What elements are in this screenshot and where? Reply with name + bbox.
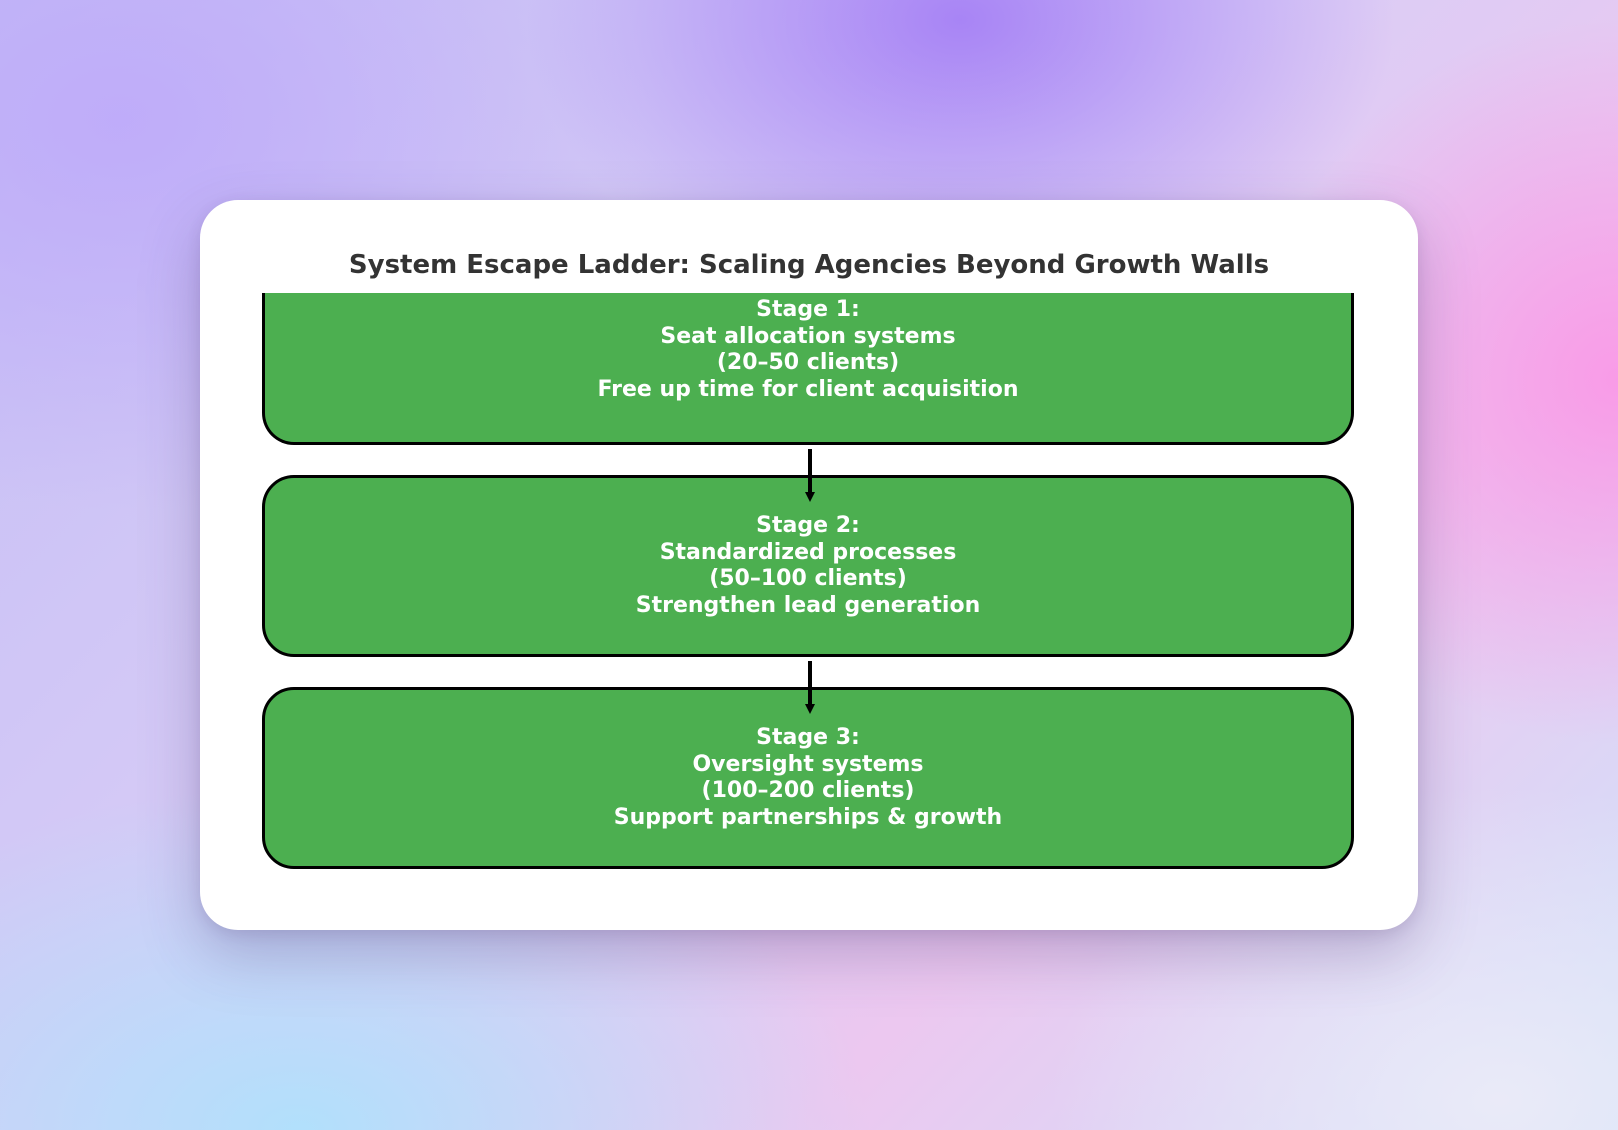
diagram-card: System Escape Ladder: Scaling Agencies B…	[200, 200, 1418, 930]
stage-2-box: Stage 2: Standardized processes (50–100 …	[262, 475, 1354, 657]
stage-3-goal: Support partnerships & growth	[613, 804, 1003, 830]
stage-3-label: Stage 3:	[756, 725, 860, 750]
arrows-layer	[805, 449, 815, 714]
stage-1-system: Seat allocation systems	[660, 323, 956, 349]
stage-1-label: Stage 1:	[756, 297, 860, 322]
stage-1-clients: (20–50 clients)	[716, 350, 900, 375]
stage-2-system: Standardized processes	[659, 539, 957, 565]
stage-1-goal: Free up time for client acquisition	[597, 376, 1019, 402]
stage-2-goal: Strengthen lead generation	[635, 592, 981, 618]
stage-2-label: Stage 2:	[756, 513, 860, 538]
stage-1-box: Stage 1: Seat allocation systems (20–50 …	[262, 293, 1354, 445]
stage-3-clients: (100–200 clients)	[701, 778, 915, 803]
stage-2-clients: (50–100 clients)	[709, 566, 907, 591]
stage-3-box: Stage 3: Oversight systems (100–200 clie…	[262, 687, 1354, 869]
diagram-title: System Escape Ladder: Scaling Agencies B…	[348, 250, 1270, 280]
stage-3-system: Oversight systems	[692, 751, 924, 777]
